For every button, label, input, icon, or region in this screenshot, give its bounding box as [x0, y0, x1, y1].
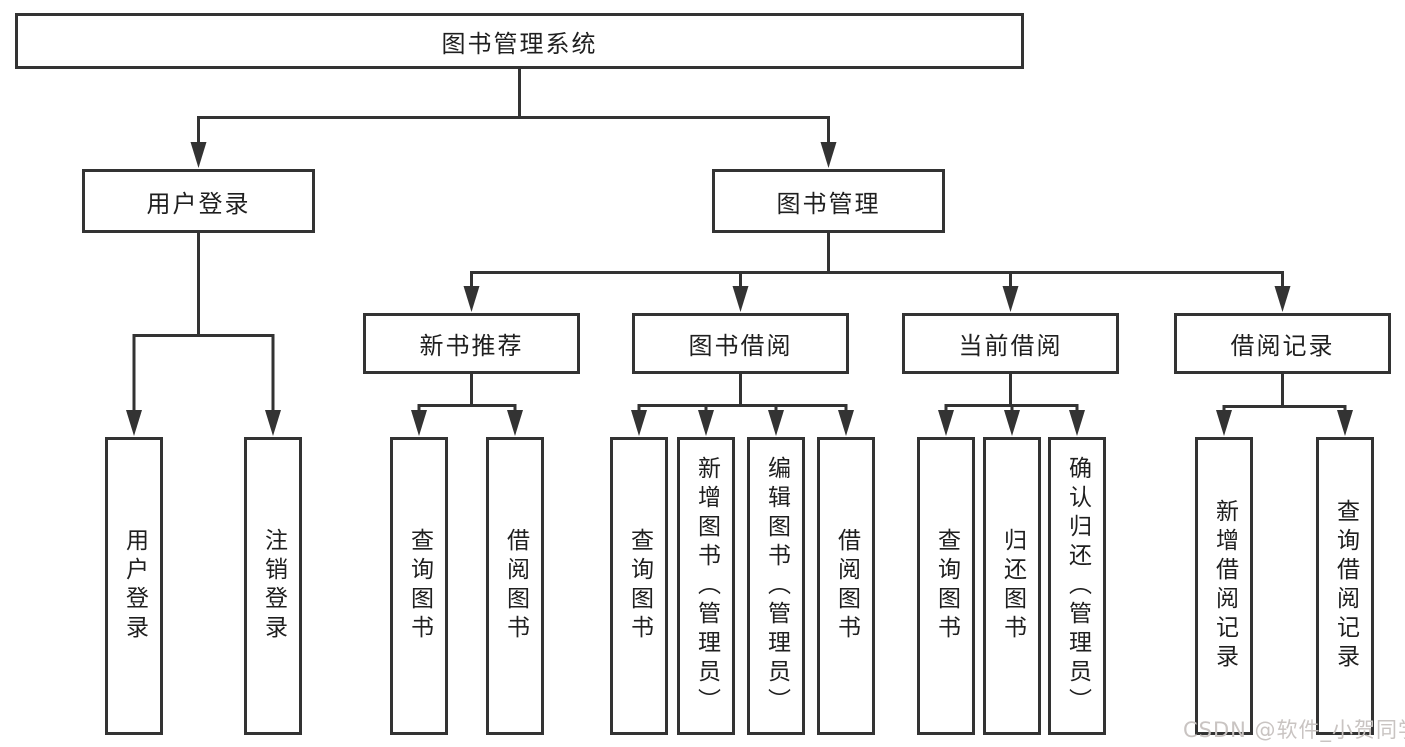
leaf-return-book: 归还图书 — [983, 437, 1041, 735]
node-label: 借阅记录 — [1230, 332, 1335, 360]
leaf-user-login: 用户登录 — [105, 437, 163, 735]
leaf-query-books-recommend: 查询图书 — [390, 437, 448, 735]
leaf-add-borrow-record: 新增借阅记录 — [1195, 437, 1253, 735]
leaf-confirm-return-admin: 确认归还（管理员） — [1048, 437, 1106, 735]
node-book-management: 图书管理 — [712, 169, 945, 233]
node-label: 查询借阅记录 — [1332, 499, 1359, 673]
node-label: 图书借阅 — [688, 332, 793, 360]
leaf-borrow-books-recommend: 借阅图书 — [486, 437, 544, 735]
node-label: 归还图书 — [999, 528, 1026, 644]
watermark-text: CSDN @软件_小贺同学 — [1183, 718, 1405, 742]
node-label: 借阅图书 — [833, 528, 860, 644]
node-label: 查询图书 — [933, 528, 960, 644]
node-label: 新增图书（管理员） — [693, 455, 720, 717]
node-label: 查询图书 — [406, 528, 433, 644]
node-current-borrow: 当前借阅 — [902, 313, 1119, 374]
node-book-borrow: 图书借阅 — [632, 313, 849, 374]
leaf-query-borrow-record: 查询借阅记录 — [1316, 437, 1374, 735]
leaf-logout: 注销登录 — [244, 437, 302, 735]
node-user-login: 用户登录 — [82, 169, 315, 233]
leaf-add-book-admin: 新增图书（管理员） — [677, 437, 735, 735]
node-label: 编辑图书（管理员） — [763, 455, 790, 717]
node-label: 当前借阅 — [958, 332, 1063, 360]
node-label: 新书推荐 — [419, 332, 524, 360]
leaf-query-books-current: 查询图书 — [917, 437, 975, 735]
node-label: 借阅图书 — [502, 528, 529, 644]
node-borrow-records: 借阅记录 — [1174, 313, 1391, 374]
node-label: 新增借阅记录 — [1211, 499, 1238, 673]
node-new-book-recommend: 新书推荐 — [363, 313, 580, 374]
node-label: 图书管理 — [776, 189, 881, 218]
leaf-query-books-borrow: 查询图书 — [610, 437, 668, 735]
node-label: 图书管理系统 — [441, 29, 598, 58]
node-label: 用户登录 — [121, 528, 148, 644]
node-label: 查询图书 — [626, 528, 653, 644]
node-label: 注销登录 — [260, 528, 287, 644]
node-label: 确认归还（管理员） — [1064, 455, 1091, 717]
node-label: 用户登录 — [146, 189, 251, 218]
leaf-borrow-books-borrow: 借阅图书 — [817, 437, 875, 735]
node-library-management-system: 图书管理系统 — [15, 13, 1024, 69]
leaf-edit-book-admin: 编辑图书（管理员） — [747, 437, 805, 735]
